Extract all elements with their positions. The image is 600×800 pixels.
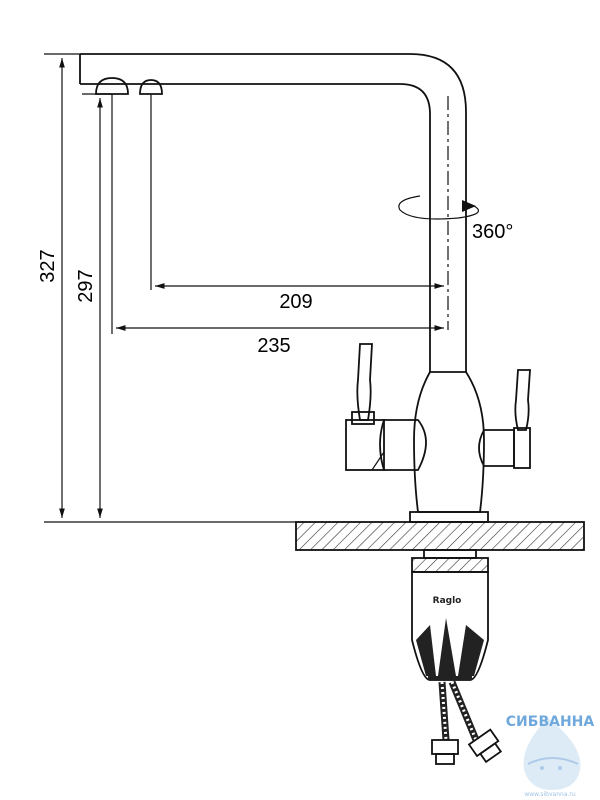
shank xyxy=(411,549,489,681)
dimension-235 xyxy=(111,94,444,334)
watermark-logo xyxy=(523,718,581,790)
dimension-label-327: 327 xyxy=(37,249,59,282)
supply-hoses xyxy=(431,680,503,765)
rotation-arrow xyxy=(398,195,479,220)
outlet-left xyxy=(95,77,129,95)
outlet-right xyxy=(139,79,163,95)
dimension-297 xyxy=(82,93,112,518)
dimension-label-235: 235 xyxy=(257,335,290,357)
countertop xyxy=(295,521,585,551)
rotation-label: 360° xyxy=(472,221,513,243)
dimension-label-209: 209 xyxy=(279,291,312,313)
dimension-209 xyxy=(150,94,444,290)
dimension-327 xyxy=(44,53,296,523)
brand-label: Raglo xyxy=(433,596,462,606)
watermark-url: www.sibvanna.ru xyxy=(524,791,576,798)
spout xyxy=(79,53,467,372)
faucet-body xyxy=(345,343,531,523)
watermark-name: СИБВАННА xyxy=(506,714,595,730)
dimension-label-297: 297 xyxy=(75,269,97,302)
